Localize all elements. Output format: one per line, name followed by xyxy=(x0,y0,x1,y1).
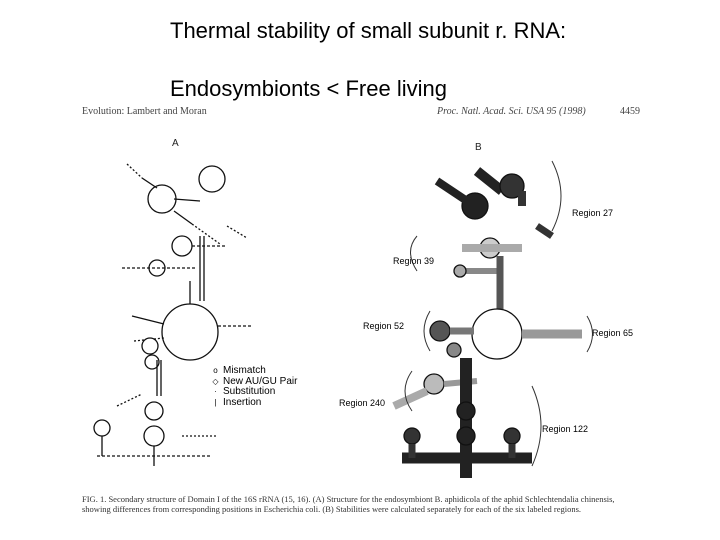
legend-item: ◇ New AU/GU Pair xyxy=(212,375,298,388)
region-240-label: Region 240 xyxy=(339,398,386,408)
legend-label: New AU/GU Pair xyxy=(223,375,298,387)
legend-label: Mismatch xyxy=(223,365,266,376)
rrna-figure: Evolution: Lambert and Moran Proc. Natl.… xyxy=(82,106,642,536)
open-circle-icon: o xyxy=(213,366,218,375)
legend-label: Insertion xyxy=(223,396,262,408)
slide-title-line-1: Thermal stability of small subunit r. RN… xyxy=(170,18,567,43)
legend-item: o Mismatch xyxy=(212,365,297,377)
figure-caption: FIG. 1. Secondary structure of Domain I … xyxy=(82,494,615,514)
journal-header-left: Evolution: Lambert and Moran xyxy=(82,106,207,117)
legend-item: · Substitution xyxy=(212,386,297,398)
panel-b-label: B xyxy=(475,142,482,153)
page-number: 4459 xyxy=(620,106,640,117)
region-65-label: Region 65 xyxy=(592,328,634,338)
region-27-label: Region 27 xyxy=(572,208,614,218)
dot-icon: · xyxy=(214,387,217,396)
panel-b-structure xyxy=(392,167,582,478)
region-122-label: Region 122 xyxy=(542,424,589,434)
legend: o Mismatch ◇ New AU/GU Pair · Substituti… xyxy=(212,365,298,409)
diamond-icon: ◇ xyxy=(212,376,219,386)
panel-a-structure xyxy=(93,163,252,466)
journal-header-right: Proc. Natl. Acad. Sci. USA 95 (1998) xyxy=(437,106,586,117)
legend-label: Substitution xyxy=(223,386,276,397)
slide-title-line-2: Endosymbionts < Free living xyxy=(170,76,447,101)
legend-item: | Insertion xyxy=(212,396,297,409)
secondary-structure-diagram xyxy=(93,160,593,478)
region-brackets xyxy=(404,160,593,467)
region-52-label: Region 52 xyxy=(363,321,405,331)
panel-a-label: A xyxy=(172,138,179,149)
bar-icon: | xyxy=(214,397,217,407)
region-39-label: Region 39 xyxy=(393,256,435,266)
